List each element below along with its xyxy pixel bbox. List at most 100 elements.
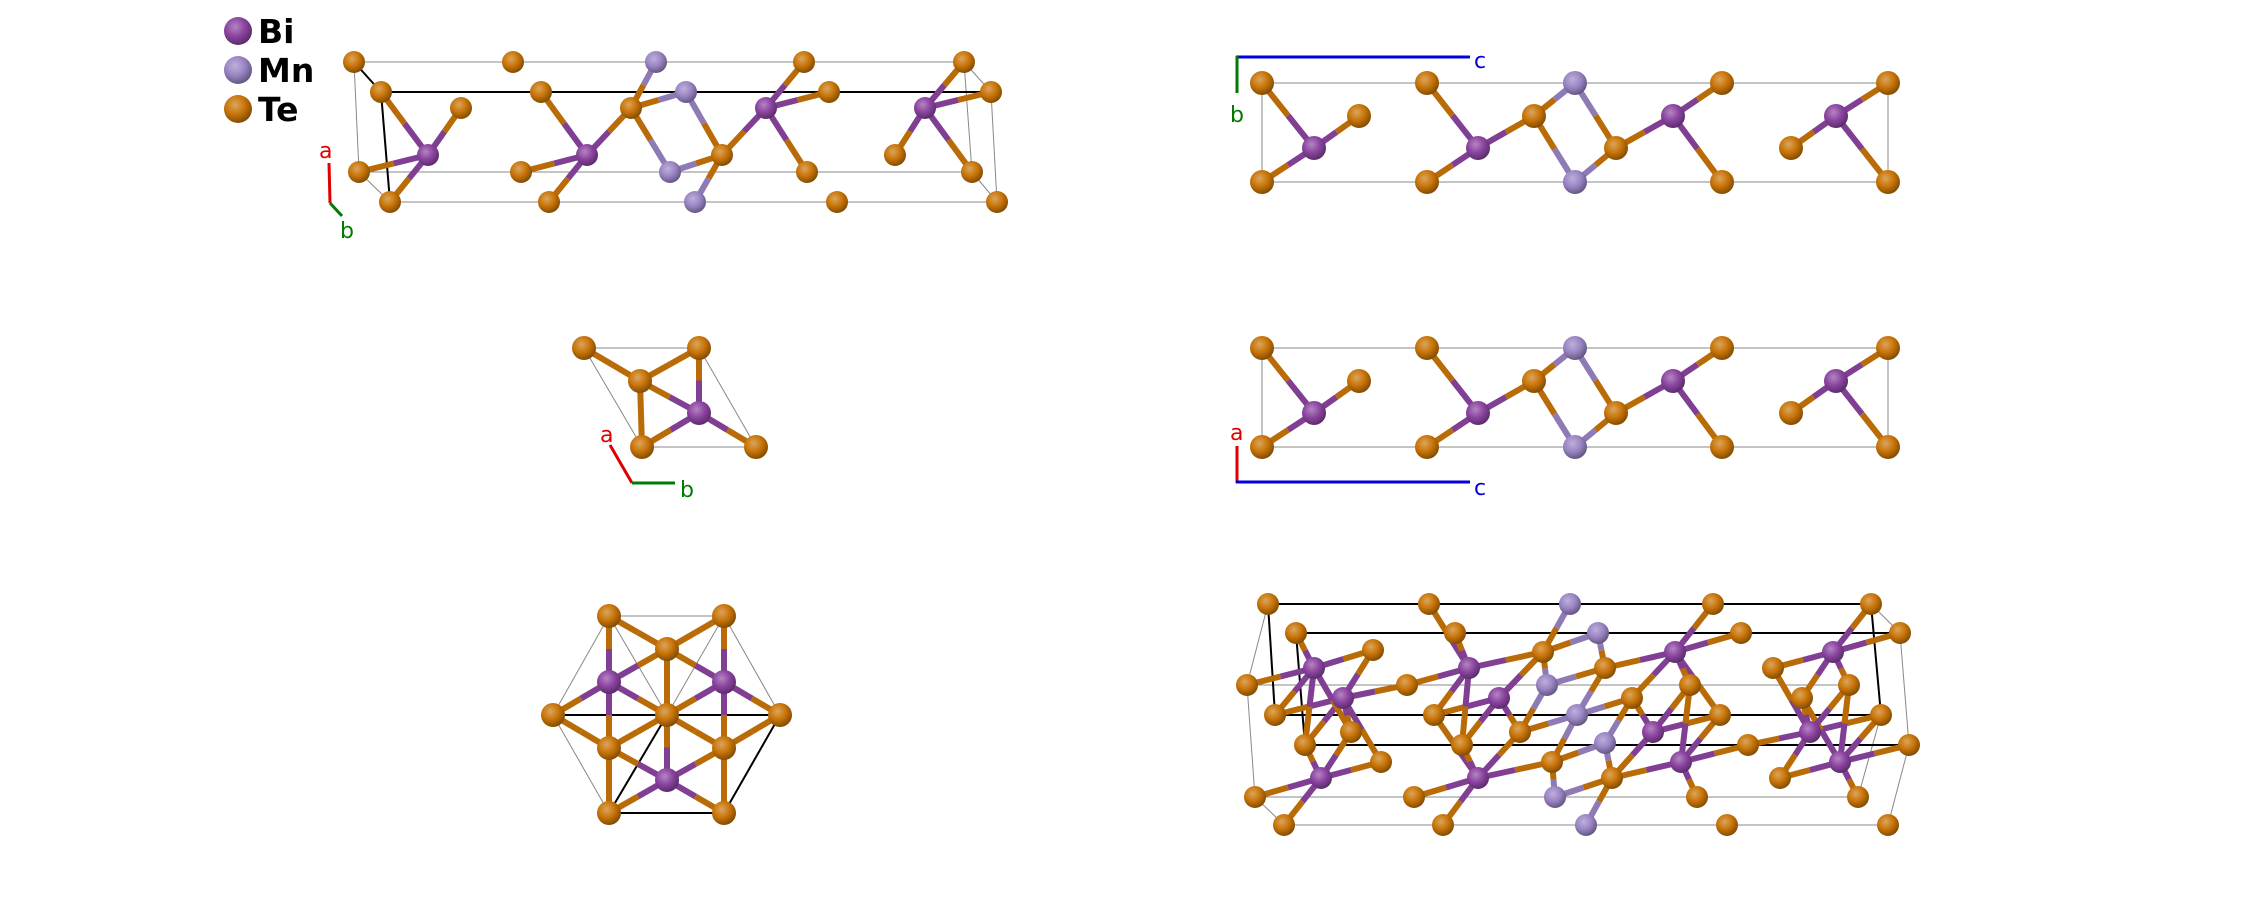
atom-te xyxy=(1876,170,1900,194)
bonds xyxy=(358,60,1910,827)
axis-c-label: c xyxy=(1474,49,1486,74)
atom-te xyxy=(1730,622,1752,644)
atom-mn xyxy=(1563,71,1587,95)
atom-te xyxy=(1250,435,1274,459)
atom-bi xyxy=(1642,721,1664,743)
atom-te xyxy=(1876,336,1900,360)
atom-te xyxy=(1710,336,1734,360)
legend: Bi Mn Te xyxy=(224,12,314,129)
atom-bi xyxy=(1661,369,1685,393)
atom-te xyxy=(1702,593,1724,615)
atom-te xyxy=(1347,369,1371,393)
atom-te xyxy=(1522,104,1546,128)
atom-te xyxy=(1779,401,1803,425)
axis-indicator-panel-1: a b xyxy=(319,139,354,244)
atoms xyxy=(343,51,1920,836)
atom-te xyxy=(1250,71,1274,95)
atom-te xyxy=(1876,71,1900,95)
axis-indicator-panel-3: a b xyxy=(600,423,694,503)
atom-te xyxy=(687,336,711,360)
atom-te xyxy=(572,336,596,360)
atom-te xyxy=(1876,435,1900,459)
atom-te xyxy=(1686,786,1708,808)
atom-te xyxy=(796,161,818,183)
unit-cell-edge xyxy=(552,714,610,814)
atom-te xyxy=(818,81,840,103)
axis-b-label: b xyxy=(1230,103,1244,128)
unit-cell-edge xyxy=(1246,684,1256,798)
atom-mn xyxy=(1587,622,1609,644)
atom-te xyxy=(530,81,552,103)
atom-te xyxy=(768,703,792,727)
atom-bi xyxy=(1824,369,1848,393)
atom-mn xyxy=(675,81,697,103)
atom-te xyxy=(1604,136,1628,160)
atom-te xyxy=(1898,734,1920,756)
atom-te xyxy=(343,51,365,73)
atom-bi xyxy=(1664,641,1686,663)
legend-swatch-bi xyxy=(224,17,252,45)
atom-te xyxy=(1250,170,1274,194)
unit-cell-edge xyxy=(1246,603,1269,686)
atom-te xyxy=(1264,704,1286,726)
atom-te xyxy=(1370,751,1392,773)
atom-te xyxy=(1415,336,1439,360)
atom-mn xyxy=(645,51,667,73)
atom-te xyxy=(541,703,565,727)
atom-mn xyxy=(684,191,706,213)
atom-te xyxy=(348,161,370,183)
atom-te xyxy=(538,191,560,213)
atom-bi xyxy=(914,97,936,119)
atom-bi xyxy=(1458,657,1480,679)
atom-te xyxy=(1340,721,1362,743)
atom-mn xyxy=(1559,593,1581,615)
atom-te xyxy=(1532,641,1554,663)
atom-te xyxy=(712,801,736,825)
axis-a-label: a xyxy=(319,139,332,164)
atom-te xyxy=(1403,786,1425,808)
atom-te xyxy=(980,81,1002,103)
atom-bi xyxy=(1670,751,1692,773)
atom-te xyxy=(1541,751,1563,773)
atom-mn xyxy=(1575,814,1597,836)
atom-te xyxy=(655,637,679,661)
atom-te xyxy=(1737,734,1759,756)
atom-te xyxy=(1418,593,1440,615)
atom-te xyxy=(370,81,392,103)
unit-cell-lines xyxy=(353,61,1910,826)
unit-cell-edge xyxy=(723,714,781,814)
atom-bi xyxy=(1661,104,1685,128)
atom-te xyxy=(1415,71,1439,95)
atom-te xyxy=(1710,435,1734,459)
atom-te xyxy=(1273,814,1295,836)
axis-a-line xyxy=(608,444,634,484)
atom-te xyxy=(379,191,401,213)
atom-te xyxy=(1347,104,1371,128)
unit-cell-edge xyxy=(552,615,610,716)
atom-te xyxy=(1870,704,1892,726)
atom-mn xyxy=(1563,435,1587,459)
axis-b-label: b xyxy=(340,219,354,244)
atom-te xyxy=(1415,435,1439,459)
atom-bi xyxy=(755,97,777,119)
atom-te xyxy=(712,604,736,628)
atom-te xyxy=(630,435,654,459)
atom-bi xyxy=(655,768,679,792)
atom-te xyxy=(1396,674,1418,696)
atom-bi xyxy=(1332,687,1354,709)
atom-te xyxy=(1860,593,1882,615)
atom-te xyxy=(711,144,733,166)
atom-te xyxy=(744,435,768,459)
atom-te xyxy=(1877,814,1899,836)
unit-cell-edge xyxy=(990,91,998,203)
atom-te xyxy=(1451,734,1473,756)
atom-mn xyxy=(1594,732,1616,754)
atom-bi xyxy=(1302,136,1326,160)
axis-indicator-panel-4: a c xyxy=(1230,421,1486,501)
atom-bi xyxy=(576,144,598,166)
unit-cell-edge xyxy=(1295,632,1306,746)
atom-te xyxy=(1236,674,1258,696)
atom-te xyxy=(1679,674,1701,696)
unit-cell-edge xyxy=(1887,744,1910,826)
axis-a-line xyxy=(327,162,332,204)
